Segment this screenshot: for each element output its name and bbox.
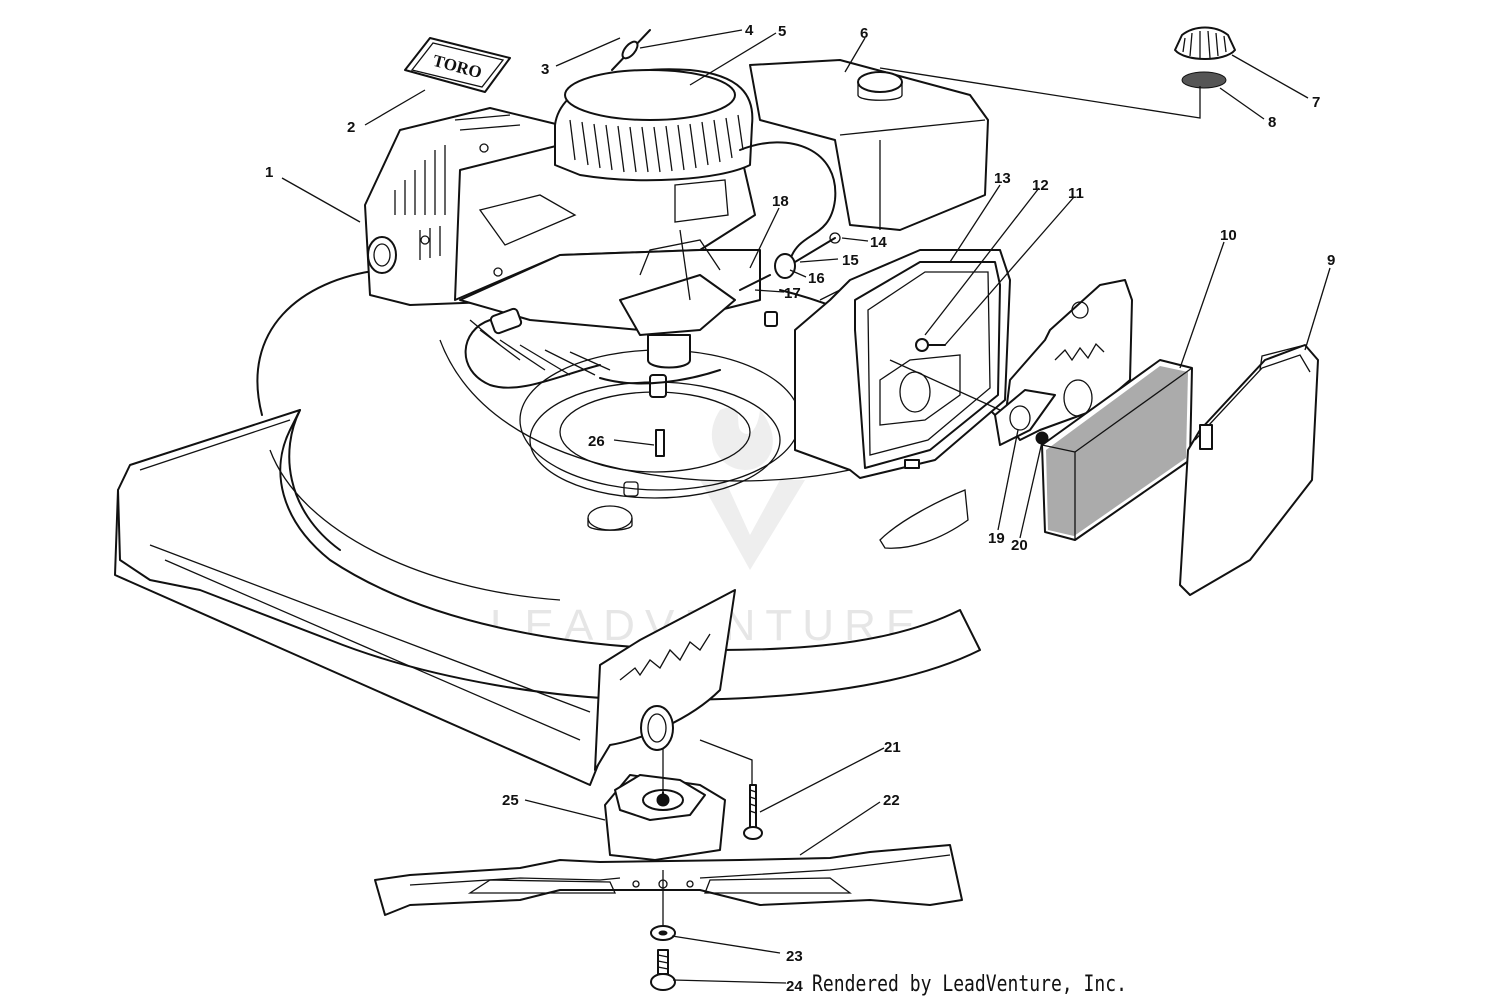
callout-1[interactable]: 1	[265, 164, 273, 181]
callout-14[interactable]: 14	[870, 234, 887, 251]
toro-decal: TORO	[404, 37, 511, 93]
callout-5[interactable]: 5	[778, 23, 786, 40]
callout-numbers: 1 2 3 4 5 6 7 8 9 10 11 12 13 14 15 16 1…	[265, 22, 1335, 995]
callout-12[interactable]: 12	[1032, 177, 1049, 194]
callout-11[interactable]: 11	[1068, 185, 1084, 202]
callout-19[interactable]: 19	[988, 530, 1005, 547]
callout-2[interactable]: 2	[347, 119, 355, 136]
blade-bolt	[743, 784, 763, 840]
callout-17[interactable]: 17	[784, 285, 801, 302]
callout-16[interactable]: 16	[808, 270, 825, 287]
callout-9[interactable]: 9	[1327, 252, 1335, 269]
roll-pin	[655, 429, 665, 457]
blade-washer	[650, 925, 676, 941]
fuel-cap	[1174, 26, 1236, 89]
air-cleaner	[794, 249, 1011, 479]
spark-plug	[611, 29, 651, 71]
air-cleaner-cover	[1179, 344, 1319, 596]
blade-mounting-bolt	[650, 949, 676, 991]
callout-4[interactable]: 4	[745, 22, 754, 39]
leader-lines	[281, 29, 1331, 984]
callout-20[interactable]: 20	[1011, 537, 1028, 554]
callout-6[interactable]: 6	[860, 25, 868, 42]
mower-deck	[114, 269, 1001, 786]
callout-8[interactable]: 8	[1268, 114, 1276, 131]
callout-18[interactable]: 18	[772, 193, 789, 210]
callout-22[interactable]: 22	[883, 792, 900, 809]
callout-26[interactable]: 26	[588, 433, 605, 450]
callout-13[interactable]: 13	[994, 170, 1011, 187]
callout-25[interactable]: 25	[502, 792, 519, 809]
bracket	[994, 279, 1133, 446]
callout-15[interactable]: 15	[842, 252, 859, 269]
callout-3[interactable]: 3	[541, 61, 549, 78]
blade-adapter	[604, 774, 726, 861]
blade	[374, 844, 963, 916]
credit-text: Rendered by LeadVenture, Inc.	[812, 972, 1127, 997]
callout-21[interactable]: 21	[884, 739, 901, 756]
callout-7[interactable]: 7	[1312, 94, 1320, 111]
callout-23[interactable]: 23	[786, 948, 803, 965]
callout-24[interactable]: 24	[786, 978, 803, 995]
callout-10[interactable]: 10	[1220, 227, 1237, 244]
engine	[364, 59, 989, 398]
